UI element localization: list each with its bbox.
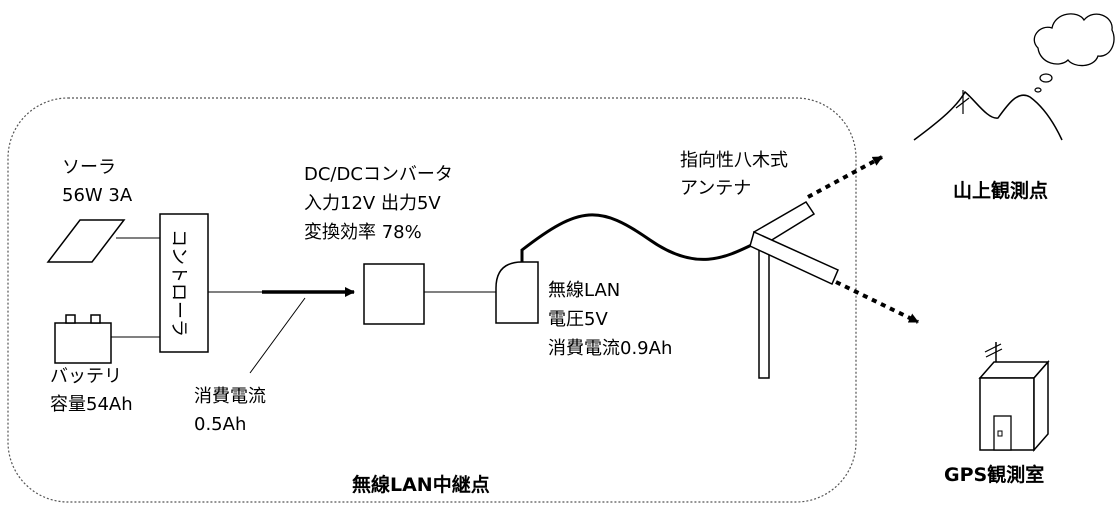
- antenna-name: アンテナ: [680, 178, 752, 199]
- supply-current-value: 0.5Ah: [194, 414, 247, 435]
- mountain-icon: [913, 90, 1063, 141]
- yagi-antenna-icon: [749, 200, 839, 379]
- wireless-lan-label: 無線LAN 電圧5V 消費電流0.9Ah: [548, 280, 672, 360]
- dcdc-converter-label: DC/DCコンバータ 入力12V 出力5V 変換効率 78%: [304, 164, 453, 244]
- current-leader-line: [249, 297, 306, 374]
- supply-current-label: 消費電流 0.5Ah: [194, 386, 266, 436]
- antenna-type: 指向性八木式: [680, 150, 788, 171]
- dcdc-converter-efficiency: 変換効率 78%: [304, 222, 422, 243]
- wireless-lan-current: 消費電流0.9Ah: [548, 338, 673, 359]
- dcdc-converter-io: 入力12V 出力5V: [304, 193, 441, 214]
- dcdc-converter-box: [363, 263, 425, 325]
- battery-icon: [54, 314, 112, 364]
- link-arrow-to-gps-room: [835, 280, 919, 324]
- wireless-lan-name: 無線LAN: [548, 280, 621, 301]
- relay-enclosure: [7, 97, 857, 503]
- wireless-lan-unit-icon: [495, 261, 539, 324]
- gps-room-label: GPS観測室: [944, 464, 1045, 486]
- supply-current-title: 消費電流: [194, 386, 266, 407]
- gps-building-icon: [978, 342, 1050, 452]
- solar-label: ソーラ 56W 3A: [62, 157, 132, 207]
- battery-capacity: 容量54Ah: [50, 394, 133, 415]
- solar-panel-icon: [46, 219, 126, 263]
- antenna-cable: [520, 213, 763, 262]
- antenna-label: 指向性八木式 アンテナ: [680, 150, 788, 200]
- battery-name: バッテリ: [50, 366, 122, 387]
- thought-cloud-icon: [1033, 13, 1115, 93]
- wireless-lan-voltage: 電圧5V: [548, 309, 608, 330]
- solar-spec: 56W 3A: [62, 185, 133, 206]
- battery-label: バッテリ 容量54Ah: [50, 366, 133, 416]
- controller-box: [159, 213, 209, 353]
- mountain-station-label: 山上観測点: [953, 180, 1049, 202]
- solar-name: ソーラ: [62, 157, 116, 178]
- link-arrow-to-mountain: [807, 155, 883, 199]
- relay-point-label: 無線LAN中継点: [352, 474, 490, 496]
- controller-label: コントローラ: [168, 229, 189, 337]
- dcdc-converter-name: DC/DCコンバータ: [304, 164, 453, 185]
